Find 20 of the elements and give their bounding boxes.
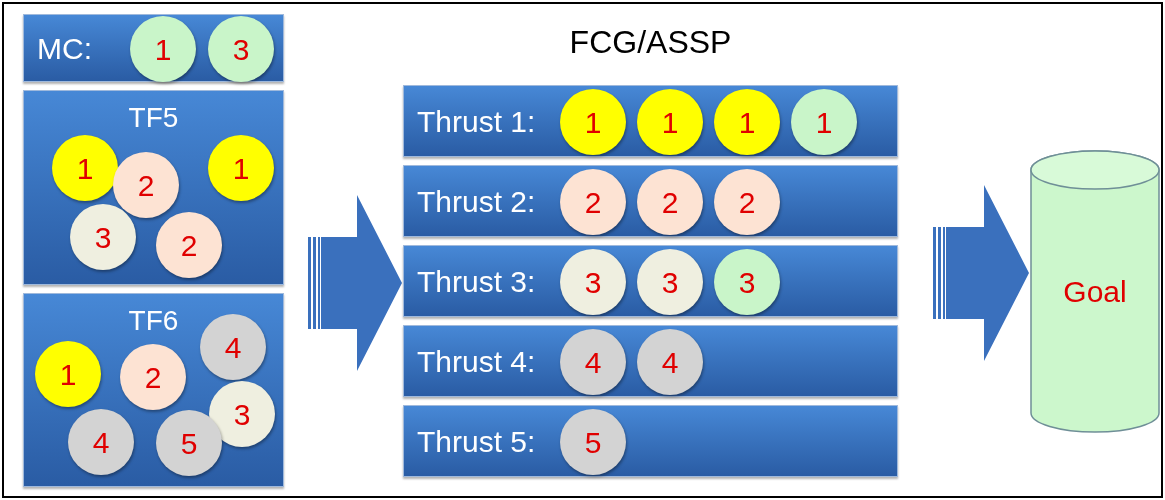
- bar-label: MC:: [37, 30, 92, 67]
- diagram-title: FCG/ASSP: [568, 26, 733, 58]
- bar-label: Thrust 4:: [417, 343, 536, 380]
- bar-label: Thrust 2:: [417, 183, 536, 220]
- group-panel: [23, 90, 284, 285]
- thrust-bar: [403, 405, 898, 477]
- bar-label: Thrust 1:: [417, 103, 536, 140]
- panel-title: TF5: [128, 101, 179, 135]
- block-arrow: [308, 195, 402, 371]
- thrust-bar: [403, 85, 898, 157]
- bar-label: Thrust 3:: [417, 263, 536, 300]
- bar-label: Thrust 5:: [417, 423, 536, 460]
- thrust-bar: [403, 325, 898, 397]
- group-panel: [23, 293, 284, 487]
- goal-label: Goal: [1063, 274, 1127, 310]
- thrust-bar: [403, 245, 898, 317]
- panel-title: TF6: [128, 304, 179, 338]
- block-arrow: [933, 185, 1029, 361]
- thrust-bar: [403, 165, 898, 237]
- row-bar: [23, 14, 284, 82]
